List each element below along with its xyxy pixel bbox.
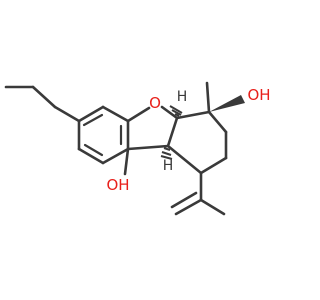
bond-ar-1 bbox=[101, 105, 130, 123]
aromatic-ring bbox=[77, 105, 130, 165]
bond-cy-2 bbox=[207, 110, 228, 134]
bond-phenol-oh bbox=[123, 147, 130, 176]
propyl-chain bbox=[4, 85, 81, 123]
bond-furan-2 bbox=[160, 105, 179, 120]
bond-furan-4 bbox=[126, 144, 170, 151]
hashed-bond-h-bottom bbox=[160, 147, 173, 160]
bond-propyl-2 bbox=[31, 85, 57, 109]
hydroxyl-label-bottom: OH bbox=[106, 176, 129, 194]
furan-ring bbox=[126, 105, 179, 151]
bond-ar-4 bbox=[77, 147, 105, 165]
bond-propyl-1 bbox=[53, 105, 81, 123]
structure-canvas: O OH OH H H bbox=[4, 81, 271, 216]
bond-furan-1 bbox=[126, 106, 151, 123]
molecule-diagram: O OH OH H H bbox=[4, 81, 271, 216]
bond-methyl bbox=[205, 81, 211, 114]
hydrogen-label-bottom: H bbox=[163, 158, 174, 174]
hydroxyl-label-top: OH bbox=[247, 86, 270, 104]
wedge-bond-oh bbox=[209, 95, 245, 112]
bond-cy-1 bbox=[175, 110, 211, 120]
bond-isopropenyl-methyl bbox=[199, 198, 226, 216]
bond-cy-4 bbox=[199, 156, 228, 175]
isopropenyl-group bbox=[170, 171, 226, 216]
cyclohexane-ring bbox=[166, 110, 228, 175]
bond-ar-2 bbox=[77, 105, 105, 123]
bond-furan-3 bbox=[166, 116, 179, 148]
bond-ar-5 bbox=[101, 147, 130, 165]
ring-oxygen-label: O bbox=[149, 94, 161, 112]
double-bond-inner-1 bbox=[82, 113, 104, 127]
hashed-bond-h-top bbox=[169, 105, 183, 117]
bond-alkene-2 bbox=[170, 191, 198, 209]
double-bond-inner-2 bbox=[83, 143, 104, 157]
bond-alkene-1 bbox=[174, 198, 203, 216]
bond-cy-5 bbox=[166, 144, 203, 175]
hydrogen-label-top: H bbox=[177, 89, 188, 105]
